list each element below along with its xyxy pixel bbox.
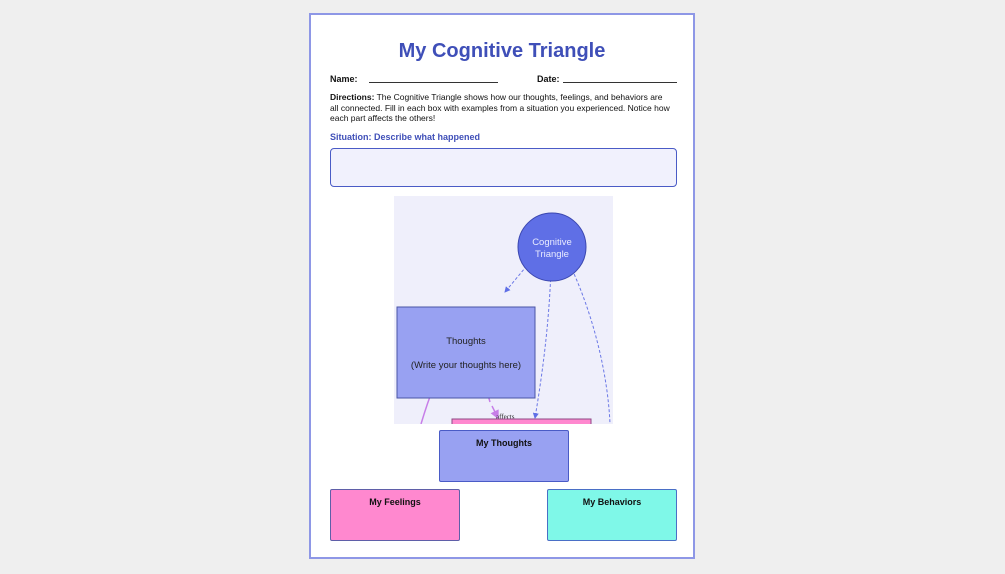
my-thoughts-box[interactable]: My Thoughts bbox=[439, 430, 569, 482]
thoughts-node-box bbox=[396, 306, 536, 399]
date-label: Date: bbox=[537, 74, 560, 84]
edge-thoughts-down bbox=[490, 405, 499, 420]
directions-label: Directions: bbox=[330, 92, 375, 102]
worksheet-page: My Cognitive Triangle Name: Date: Direct… bbox=[309, 13, 695, 559]
my-behaviors-label: My Behaviors bbox=[582, 497, 642, 507]
diagram-svg: Cognitive Triangle Thoughts (Write your … bbox=[396, 212, 611, 424]
center-node-label-line2: Triangle bbox=[535, 249, 569, 260]
name-field-line[interactable] bbox=[369, 82, 498, 83]
feelings-node-partial bbox=[451, 418, 592, 424]
thoughts-node-hint: (Write your thoughts here) bbox=[411, 360, 521, 371]
directions-text: Directions: The Cognitive Triangle shows… bbox=[330, 92, 670, 124]
center-node-label-line1: Cognitive bbox=[532, 237, 572, 248]
edge-label-affects: affects bbox=[496, 413, 515, 421]
situation-label: Situation: Describe what happened bbox=[330, 132, 481, 142]
my-feelings-box[interactable]: My Feelings bbox=[330, 489, 460, 541]
date-field-line[interactable] bbox=[563, 82, 677, 83]
thoughts-node-title: Thoughts bbox=[446, 336, 486, 347]
worksheet-title: My Cognitive Triangle bbox=[398, 40, 606, 62]
my-feelings-label: My Feelings bbox=[369, 497, 421, 507]
directions-body: The Cognitive Triangle shows how our tho… bbox=[330, 92, 670, 123]
edge-center-to-behaviors bbox=[569, 264, 611, 424]
name-label: Name: bbox=[330, 74, 358, 84]
my-thoughts-label: My Thoughts bbox=[476, 438, 532, 448]
cognitive-triangle-diagram: Cognitive Triangle Thoughts (Write your … bbox=[394, 196, 613, 424]
edge-center-to-feelings bbox=[532, 268, 552, 419]
center-node-circle bbox=[517, 212, 587, 282]
my-behaviors-box[interactable]: My Behaviors bbox=[547, 489, 677, 541]
situation-input-box[interactable] bbox=[330, 148, 677, 187]
